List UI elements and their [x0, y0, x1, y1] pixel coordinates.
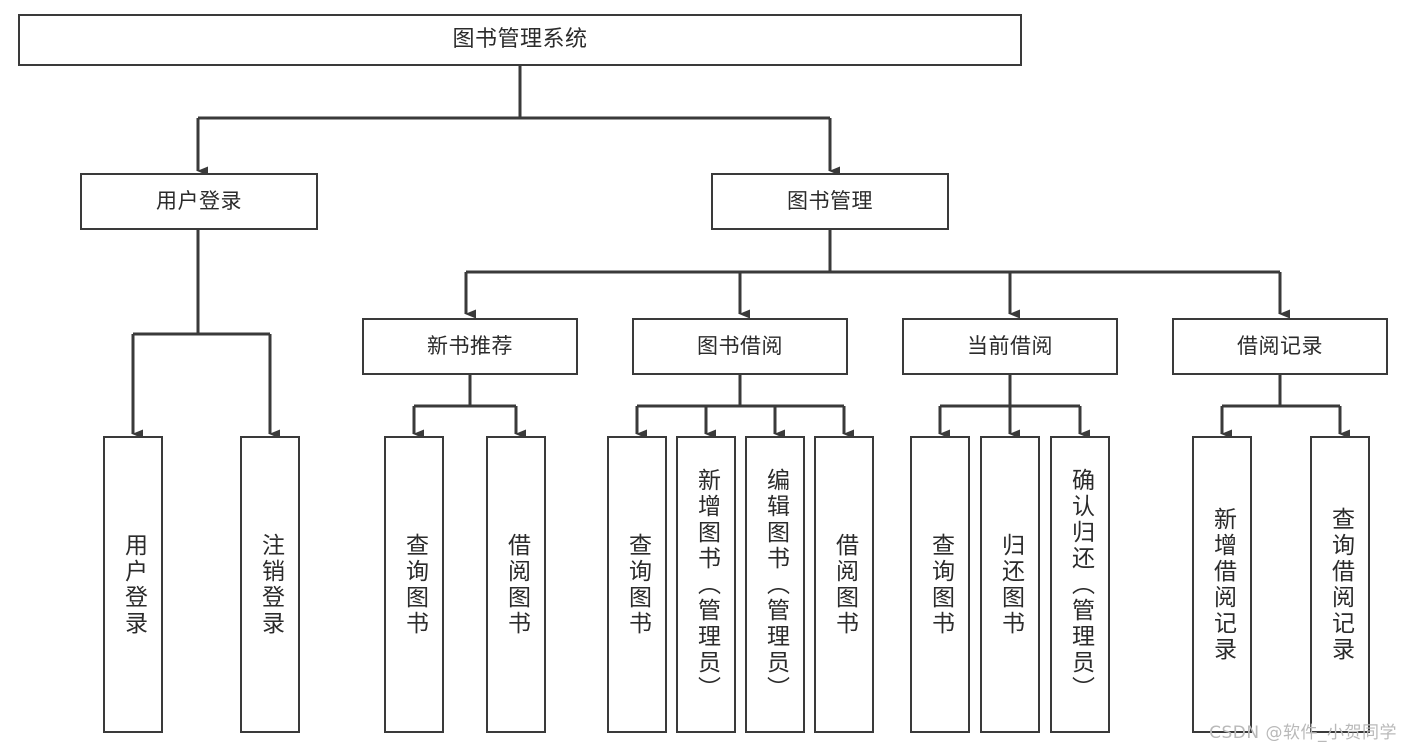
- node-leaf-query-borrow-record-label: 查询借阅记录: [1327, 506, 1354, 663]
- node-book-manage-label: 图书管理: [787, 189, 873, 214]
- node-leaf-query-book-3-label: 查询图书: [927, 532, 954, 637]
- node-leaf-user-login-label: 用户登录: [120, 532, 147, 637]
- node-leaf-add-book-admin[interactable]: 新增图书（管理员）: [676, 436, 736, 733]
- node-user-login-label: 用户登录: [156, 189, 242, 214]
- node-root-label: 图书管理系统: [452, 27, 588, 53]
- node-leaf-query-book-1-label: 查询图书: [401, 532, 428, 637]
- node-leaf-borrow-book-2[interactable]: 借阅图书: [814, 436, 874, 733]
- node-leaf-edit-book-admin-label: 编辑图书（管理员）: [762, 467, 789, 702]
- node-new-book-recommend[interactable]: 新书推荐: [362, 318, 578, 375]
- node-leaf-borrow-book-1[interactable]: 借阅图书: [486, 436, 546, 733]
- node-book-manage[interactable]: 图书管理: [711, 173, 949, 230]
- node-leaf-logout-login-label: 注销登录: [257, 532, 284, 637]
- node-new-book-recommend-label: 新书推荐: [427, 334, 513, 359]
- node-leaf-borrow-book-2-label: 借阅图书: [831, 532, 858, 637]
- node-book-borrow[interactable]: 图书借阅: [632, 318, 848, 375]
- node-leaf-user-login[interactable]: 用户登录: [103, 436, 163, 733]
- node-leaf-confirm-return-admin-label: 确认归还（管理员）: [1067, 467, 1094, 702]
- node-leaf-add-borrow-record[interactable]: 新增借阅记录: [1192, 436, 1252, 733]
- node-borrow-record[interactable]: 借阅记录: [1172, 318, 1388, 375]
- node-leaf-query-book-1[interactable]: 查询图书: [384, 436, 444, 733]
- node-leaf-add-borrow-record-label: 新增借阅记录: [1209, 506, 1236, 663]
- node-leaf-logout-login[interactable]: 注销登录: [240, 436, 300, 733]
- node-leaf-query-book-2-label: 查询图书: [624, 532, 651, 637]
- node-root[interactable]: 图书管理系统: [18, 14, 1022, 66]
- node-current-borrow[interactable]: 当前借阅: [902, 318, 1118, 375]
- node-leaf-add-book-admin-label: 新增图书（管理员）: [693, 467, 720, 702]
- node-leaf-query-book-3[interactable]: 查询图书: [910, 436, 970, 733]
- node-user-login[interactable]: 用户登录: [80, 173, 318, 230]
- node-book-borrow-label: 图书借阅: [697, 334, 783, 359]
- node-leaf-borrow-book-1-label: 借阅图书: [503, 532, 530, 637]
- node-leaf-confirm-return-admin[interactable]: 确认归还（管理员）: [1050, 436, 1110, 733]
- node-leaf-query-book-2[interactable]: 查询图书: [607, 436, 667, 733]
- node-current-borrow-label: 当前借阅: [967, 334, 1053, 359]
- node-borrow-record-label: 借阅记录: [1237, 334, 1323, 359]
- node-leaf-edit-book-admin[interactable]: 编辑图书（管理员）: [745, 436, 805, 733]
- node-leaf-query-borrow-record[interactable]: 查询借阅记录: [1310, 436, 1370, 733]
- node-leaf-return-book[interactable]: 归还图书: [980, 436, 1040, 733]
- csdn-watermark: CSDN @软件_小贺同学: [1209, 723, 1397, 743]
- node-leaf-return-book-label: 归还图书: [997, 532, 1024, 637]
